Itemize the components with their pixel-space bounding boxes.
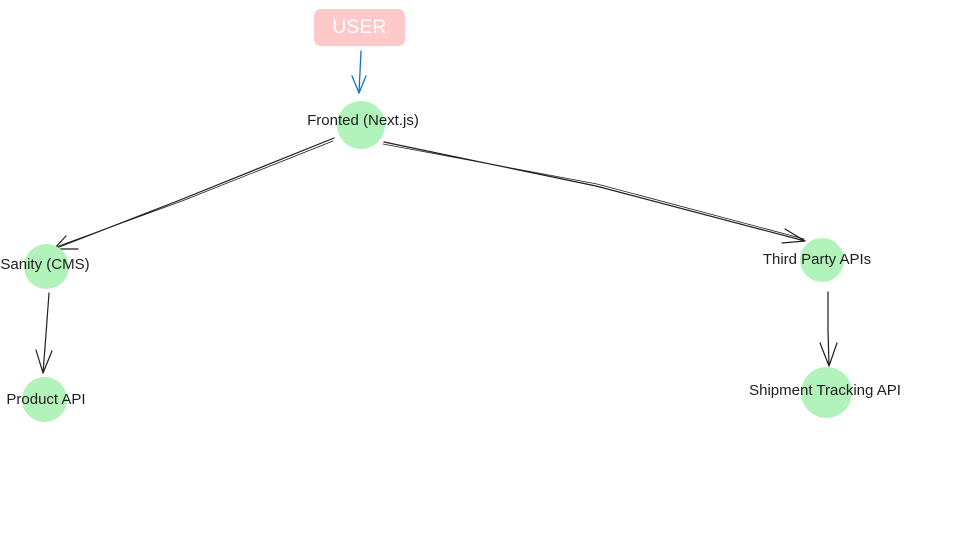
edge-frontend-to-thirdparty-line	[383, 141, 806, 242]
node-user-label: USER	[332, 16, 387, 38]
edge-user-to-frontend-line	[358, 50, 362, 94]
edge-user-to-frontend	[351, 50, 367, 94]
edge-user-to-frontend-arrowhead	[351, 75, 367, 94]
edge-thirdparty-to-shipment-line	[827, 291, 830, 367]
edge-frontend-to-sanity-line-sketch	[55, 140, 334, 248]
edge-sanity-to-product-arrowhead	[35, 349, 53, 374]
node-sanity-label: Sanity (CMS)	[0, 256, 90, 273]
node-third-party[interactable]	[800, 238, 844, 282]
node-third-party-label: Third Party APIs	[762, 251, 872, 268]
edge-sanity-to-product	[35, 292, 53, 374]
node-product-api-label: Product API	[6, 391, 86, 408]
edge-frontend-to-thirdparty	[382, 141, 806, 244]
edge-sanity-to-product-line	[42, 292, 50, 374]
node-shipment[interactable]	[801, 367, 852, 418]
edge-frontend-to-thirdparty-line-sketch	[382, 143, 805, 240]
node-product-api[interactable]	[22, 377, 67, 422]
edge-thirdparty-to-shipment-arrowhead	[819, 342, 838, 367]
node-frontend[interactable]	[337, 101, 385, 149]
edge-thirdparty-to-shipment	[819, 291, 838, 367]
node-shipment-label: Shipment Tracking API	[749, 382, 901, 399]
node-user[interactable]: USER	[314, 9, 405, 46]
node-frontend-label: Fronted (Next.js)	[307, 112, 419, 129]
edge-frontend-to-thirdparty-arrowhead	[781, 228, 806, 244]
edge-frontend-to-sanity-line	[53, 137, 335, 250]
node-sanity[interactable]	[24, 244, 69, 289]
edge-frontend-to-sanity	[53, 137, 335, 250]
